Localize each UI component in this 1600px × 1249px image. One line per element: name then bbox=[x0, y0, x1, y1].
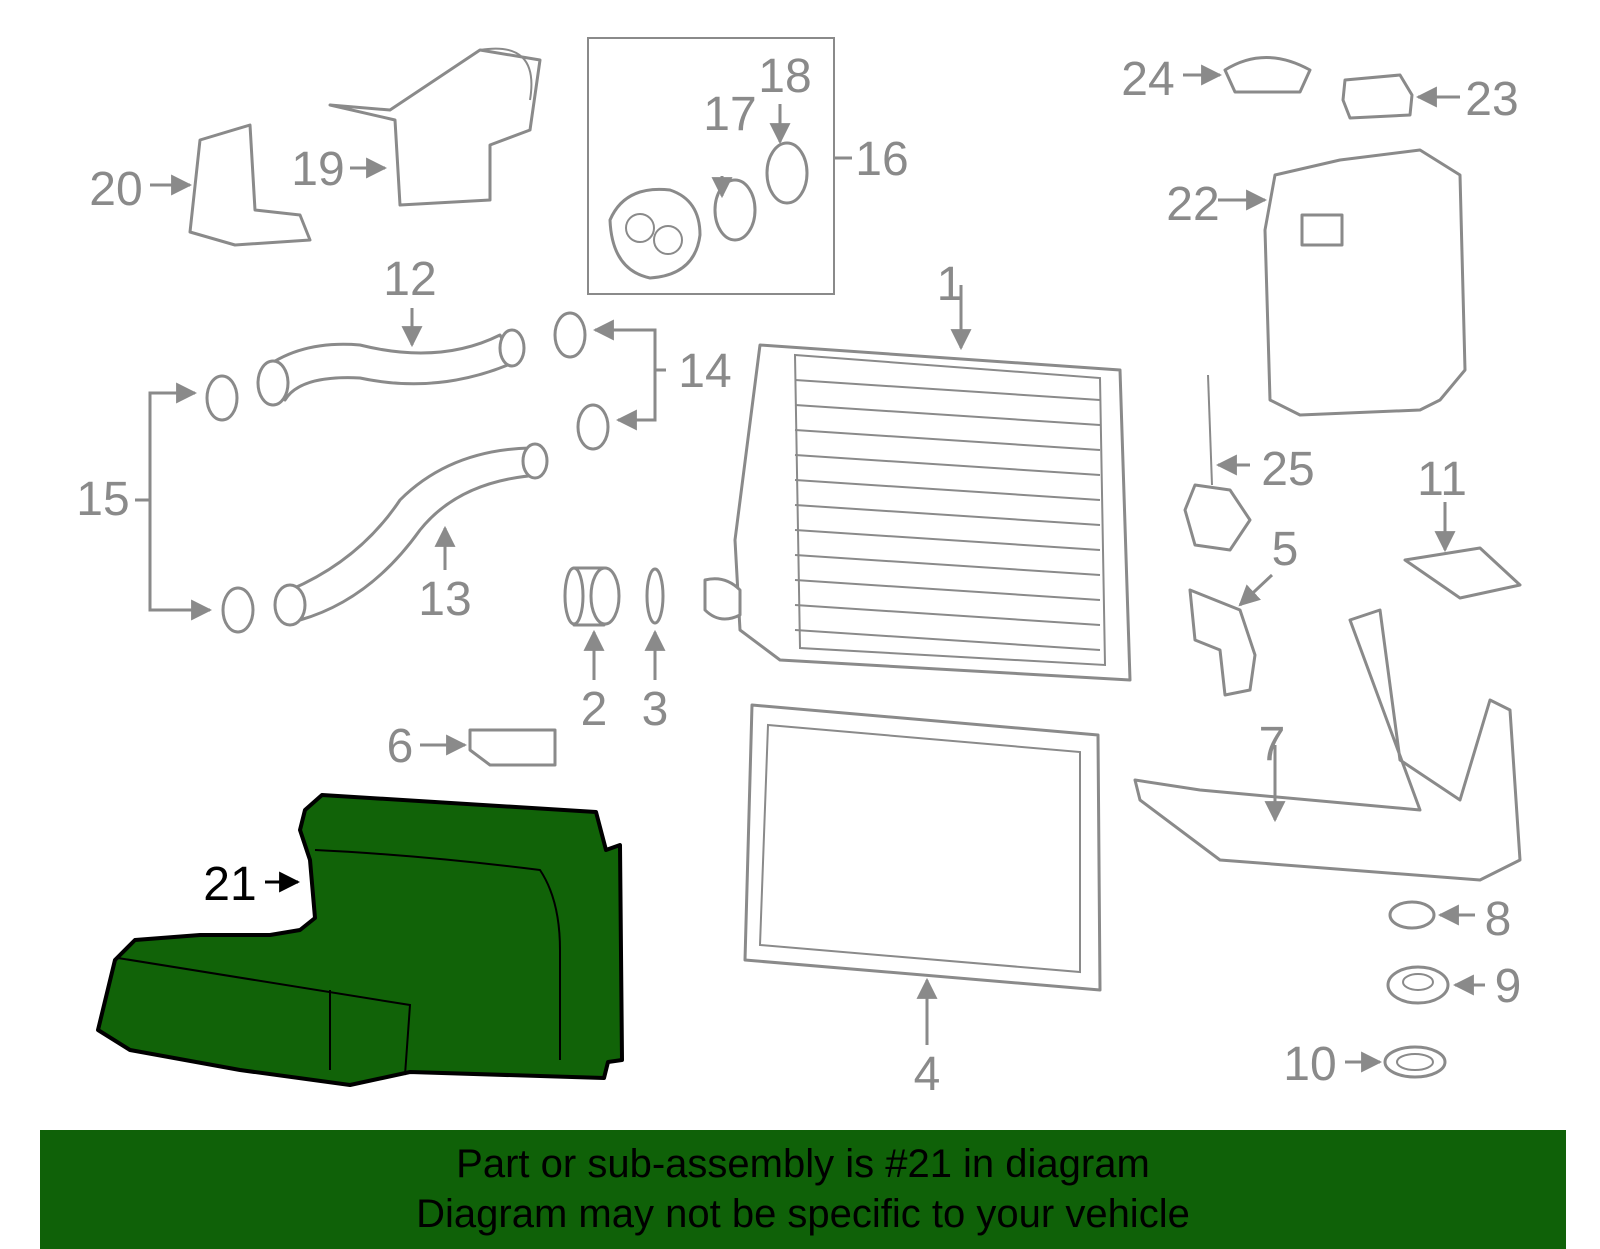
part-1-radiator bbox=[703, 285, 1132, 682]
callout-19: 19 bbox=[291, 143, 344, 196]
callout-3: 3 bbox=[642, 683, 669, 736]
callout-5: 5 bbox=[1272, 523, 1299, 576]
part-16-kit-box bbox=[587, 37, 852, 295]
callout-18: 18 bbox=[758, 50, 811, 103]
part-22-coolant-reservoir bbox=[1218, 148, 1467, 417]
callout-14: 14 bbox=[678, 345, 731, 398]
part-6-pad bbox=[420, 728, 557, 767]
callout-1: 1 bbox=[937, 258, 964, 311]
part-14-clamps bbox=[553, 311, 666, 451]
callout-17: 17 bbox=[703, 88, 756, 141]
callout-7: 7 bbox=[1259, 718, 1286, 771]
callout-20: 20 bbox=[89, 163, 142, 216]
banner-line-1: Part or sub-assembly is #21 in diagram bbox=[456, 1142, 1150, 1186]
part-24-cap bbox=[1183, 56, 1312, 94]
callout-16: 16 bbox=[855, 133, 908, 186]
radiator-fins bbox=[794, 379, 1101, 651]
info-banner: Part or sub-assembly is #21 in diagram D… bbox=[40, 1130, 1566, 1249]
part-15-clamps bbox=[135, 374, 255, 634]
part-5-bracket bbox=[1188, 573, 1274, 697]
callout-11: 11 bbox=[1417, 453, 1467, 506]
callout-15: 15 bbox=[76, 473, 129, 526]
callout-21: 21 bbox=[203, 858, 256, 911]
part-18-o-ring bbox=[765, 104, 809, 205]
callout-4: 4 bbox=[914, 1048, 941, 1101]
callout-13: 13 bbox=[418, 573, 471, 626]
part-21-air-duct-highlighted bbox=[96, 793, 624, 1087]
callout-22: 22 bbox=[1166, 178, 1219, 231]
part-11-shield bbox=[1403, 502, 1522, 600]
part-25-sensor bbox=[1183, 374, 1252, 552]
callout-2: 2 bbox=[581, 683, 608, 736]
part-9-seal bbox=[1386, 965, 1485, 1005]
part-4-condenser bbox=[743, 703, 1102, 1045]
part-12-upper-hose bbox=[256, 308, 526, 407]
part-7-support bbox=[1133, 608, 1522, 882]
callout-12: 12 bbox=[383, 253, 436, 306]
part-20-bracket bbox=[150, 123, 312, 247]
part-16-plate bbox=[608, 187, 702, 280]
callout-10: 10 bbox=[1283, 1038, 1336, 1091]
callout-24: 24 bbox=[1121, 53, 1174, 106]
exploded-parts-diagram: 1 2 3 4 5 6 7 8 9 10 11 12 13 14 15 16 1… bbox=[76, 37, 1522, 1101]
part-10-washer bbox=[1345, 1045, 1447, 1079]
part-3-o-ring bbox=[644, 567, 666, 680]
callout-25: 25 bbox=[1261, 443, 1314, 496]
part-8-grommet bbox=[1388, 900, 1475, 930]
callout-23: 23 bbox=[1465, 73, 1518, 126]
part-19-bracket-module bbox=[328, 47, 542, 207]
callout-8: 8 bbox=[1485, 893, 1512, 946]
callout-9: 9 bbox=[1495, 960, 1522, 1013]
part-17-o-ring bbox=[711, 176, 757, 242]
banner-line-2: Diagram may not be specific to your vehi… bbox=[416, 1192, 1190, 1236]
part-23-cap bbox=[1341, 73, 1460, 120]
part-2-bushing bbox=[563, 566, 621, 680]
callout-6: 6 bbox=[387, 720, 414, 773]
part-13-lower-hose bbox=[273, 442, 549, 627]
